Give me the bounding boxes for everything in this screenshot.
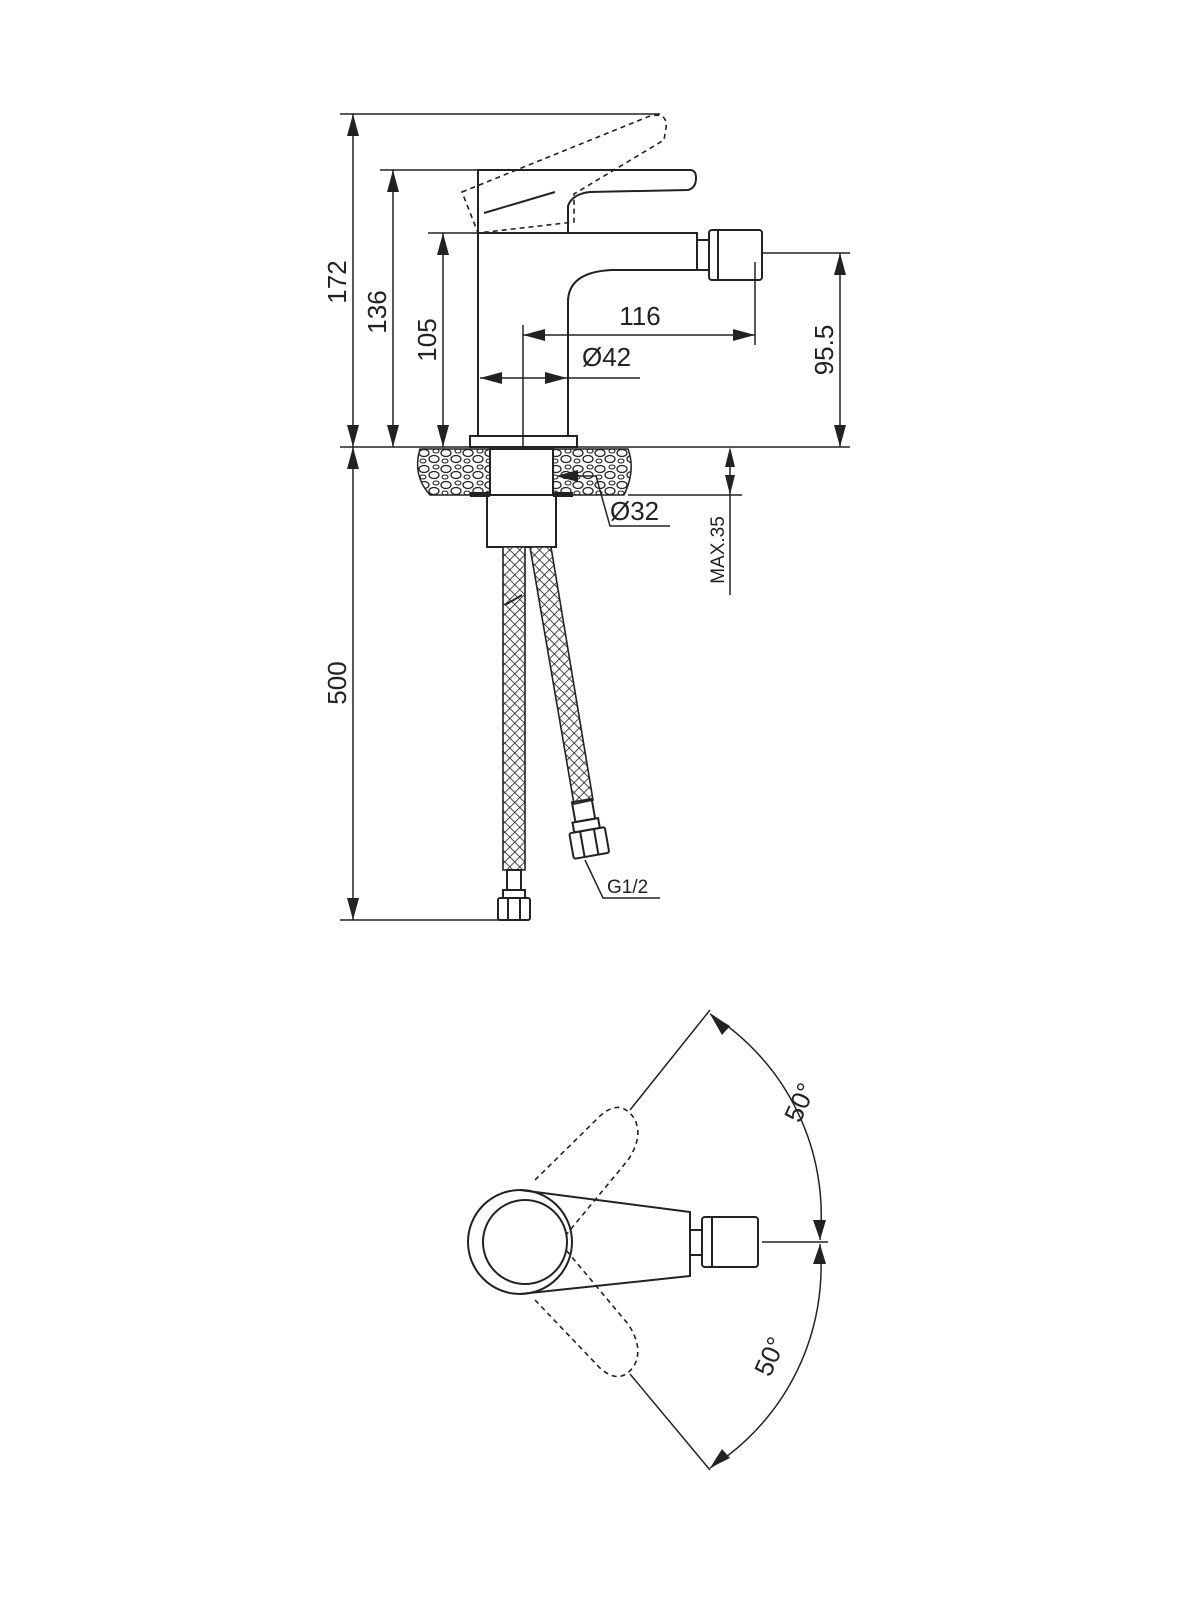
dim-body-diameter-label: Ø42 xyxy=(582,342,631,372)
lever-rotated-right xyxy=(534,1249,639,1378)
dim-hose-length: 500 xyxy=(322,447,359,920)
lever-raised-outline xyxy=(460,114,667,234)
dim-mount-hole: Ø32 xyxy=(556,470,670,527)
dim-spout-reach-label: 116 xyxy=(619,301,660,331)
mixer-body xyxy=(469,232,698,448)
side-view: 172 136 105 95.5 1 xyxy=(322,113,850,921)
dim-body-height-label: 105 xyxy=(412,318,442,361)
dim-lever-height-label: 136 xyxy=(362,290,392,333)
dim-rotation-right-label: 50° xyxy=(748,1332,791,1380)
dim-rotation-right: 50° xyxy=(709,1243,826,1469)
dim-body-diameter: Ø42 xyxy=(480,342,640,384)
dim-lever-height: 136 xyxy=(362,170,399,447)
hose-connector-left xyxy=(497,869,531,921)
dim-spout-height: 95.5 xyxy=(809,253,846,447)
dim-total-height: 172 xyxy=(322,114,359,447)
aerator-top xyxy=(689,1216,759,1268)
top-view: 50° 50° xyxy=(467,1009,828,1471)
dim-hose-length-label: 500 xyxy=(322,661,352,704)
dim-rotation-left-label: 50° xyxy=(778,1078,821,1126)
dim-spout-height-label: 95.5 xyxy=(809,325,839,376)
lever-rotated-left xyxy=(534,1106,639,1236)
dim-rotation-left: 50° xyxy=(709,1013,826,1241)
thread-label: G1/2 xyxy=(607,877,648,898)
aerator xyxy=(696,229,763,281)
dim-spout-reach: 116 xyxy=(522,262,756,447)
dim-deck-thickness: MAX.35 xyxy=(628,447,742,595)
mixer-body-top xyxy=(467,1189,573,1295)
dim-mount-hole-label: Ø32 xyxy=(610,496,659,526)
lever-handle xyxy=(477,169,698,233)
thread-callout: G1/2 xyxy=(584,859,660,899)
dim-deck-thickness-label: MAX.35 xyxy=(708,516,729,584)
dim-total-height-label: 172 xyxy=(322,260,352,303)
flexible-hoses xyxy=(502,546,594,871)
hose-connector-right xyxy=(568,797,610,860)
dim-body-height: 105 xyxy=(412,233,449,447)
